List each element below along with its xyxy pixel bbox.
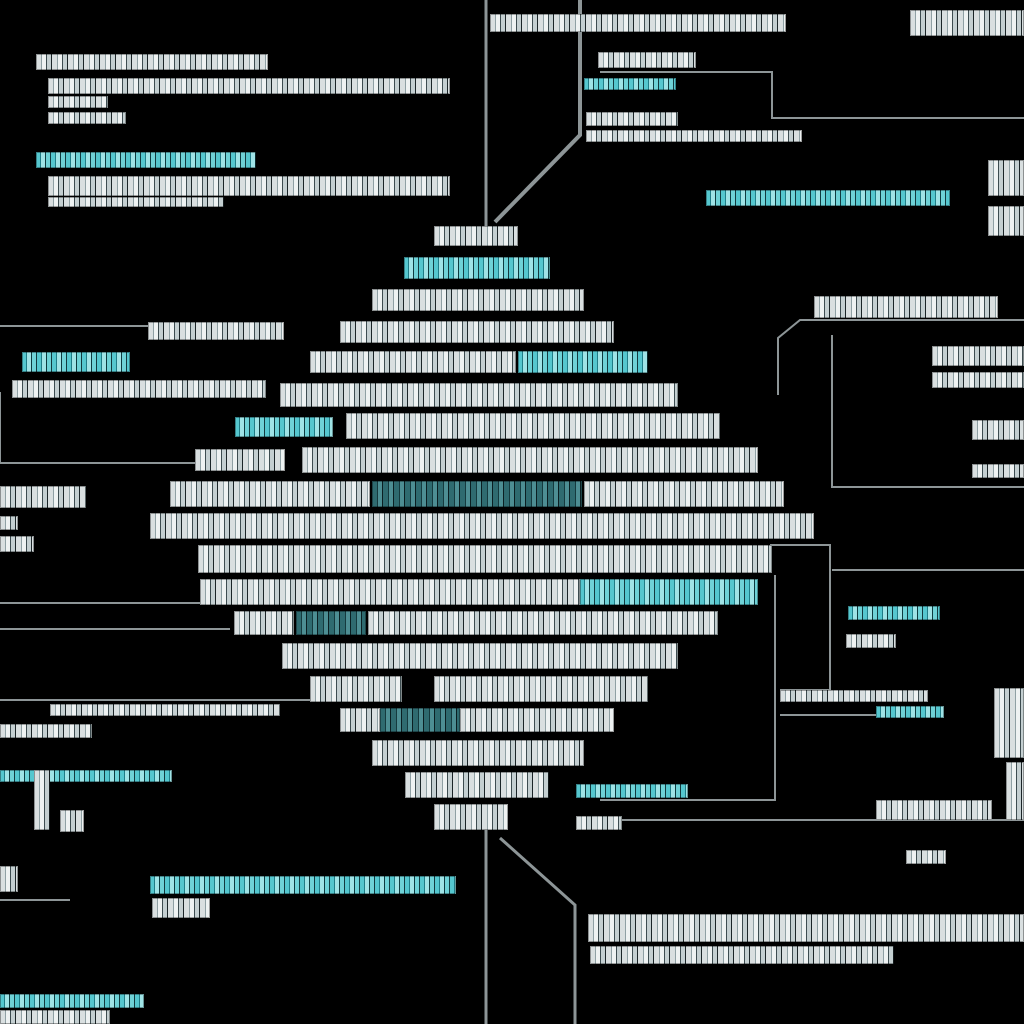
text-block-r-5 bbox=[972, 464, 1024, 478]
text-block-tr-8 bbox=[988, 160, 1024, 196]
diamond-row-12a bbox=[200, 579, 580, 605]
text-block-r-14 bbox=[876, 800, 992, 820]
diamond-row-3 bbox=[372, 289, 584, 311]
text-block-r-10 bbox=[994, 688, 1024, 758]
diamond-row-7a bbox=[235, 417, 333, 437]
diamond-row-16b bbox=[380, 708, 460, 732]
text-block-r-13 bbox=[576, 816, 622, 830]
text-block-tr-1 bbox=[490, 14, 786, 32]
diamond-row-13b bbox=[296, 611, 366, 635]
text-block-tl-7 bbox=[48, 197, 224, 207]
text-block-tl-3 bbox=[48, 96, 108, 108]
diamond-row-18 bbox=[405, 772, 549, 798]
connector-left-mid bbox=[0, 392, 200, 464]
connector-right-box-inner bbox=[831, 335, 1024, 488]
text-block-l-3 bbox=[12, 380, 266, 398]
text-block-r-7 bbox=[846, 634, 896, 648]
text-block-l-10 bbox=[34, 770, 50, 830]
diamond-row-16a bbox=[340, 708, 380, 732]
text-block-tr-6 bbox=[586, 130, 802, 142]
diamond-row-6 bbox=[280, 383, 678, 407]
text-block-l-15 bbox=[0, 994, 144, 1008]
diamond-row-15b bbox=[434, 676, 648, 702]
diamond-row-12b bbox=[580, 579, 758, 605]
diamond-row-8b bbox=[302, 447, 758, 473]
diamond-row-10 bbox=[150, 513, 814, 539]
text-block-l-7 bbox=[50, 704, 280, 716]
text-block-tl-2 bbox=[48, 78, 450, 94]
diamond-row-7b bbox=[346, 413, 720, 439]
text-block-tl-1 bbox=[36, 54, 268, 70]
text-block-r-6 bbox=[848, 606, 940, 620]
connector-right-mid bbox=[770, 544, 831, 691]
diamond-row-8a bbox=[195, 449, 285, 471]
connector-right-box bbox=[777, 319, 1024, 395]
text-block-r-2 bbox=[932, 346, 1024, 366]
text-block-r-9 bbox=[876, 706, 944, 718]
text-block-l-4 bbox=[0, 486, 86, 508]
connector-right-upper bbox=[600, 71, 1024, 119]
diamond-row-14 bbox=[282, 643, 678, 669]
diamond-row-16c bbox=[460, 708, 614, 732]
diamond-row-13c bbox=[368, 611, 718, 635]
text-block-tr-4 bbox=[584, 78, 676, 90]
connector-top-right bbox=[493, 0, 582, 224]
text-block-r-12 bbox=[576, 784, 688, 798]
text-block-l-11 bbox=[60, 810, 84, 832]
text-block-tl-4 bbox=[48, 112, 126, 124]
text-block-r-4 bbox=[972, 420, 1024, 440]
diamond-row-1 bbox=[434, 226, 518, 246]
text-block-tr-2 bbox=[910, 10, 1024, 36]
diamond-row-15a bbox=[310, 676, 402, 702]
text-block-l-9 bbox=[0, 770, 172, 782]
text-block-l-8 bbox=[0, 724, 92, 738]
text-block-r-16 bbox=[588, 914, 1024, 942]
text-block-l-5 bbox=[0, 516, 18, 530]
text-block-r-3 bbox=[932, 372, 1024, 388]
text-block-tl-6 bbox=[48, 176, 450, 196]
text-block-tr-7 bbox=[706, 190, 950, 206]
diamond-row-9b bbox=[372, 481, 582, 507]
text-block-tr-3 bbox=[598, 52, 696, 68]
text-block-l-16 bbox=[0, 1010, 110, 1024]
diamond-row-9a bbox=[170, 481, 370, 507]
text-block-r-17 bbox=[590, 946, 894, 964]
connector-bottom-right bbox=[499, 836, 577, 1024]
diamond-row-4 bbox=[340, 321, 614, 343]
text-block-l-1 bbox=[148, 322, 284, 340]
text-block-l-13 bbox=[150, 876, 456, 894]
text-block-tl-5 bbox=[36, 152, 256, 168]
text-block-r-1 bbox=[814, 296, 998, 318]
text-block-l-14 bbox=[152, 898, 210, 918]
text-block-tr-9 bbox=[988, 206, 1024, 236]
diamond-row-11 bbox=[198, 545, 772, 573]
diamond-row-5b bbox=[518, 351, 648, 373]
diamond-row-17 bbox=[372, 740, 584, 766]
connector-right-mid-2 bbox=[600, 575, 776, 801]
text-block-l-12 bbox=[0, 866, 18, 892]
diamond-row-19 bbox=[434, 804, 508, 830]
diamond-row-2 bbox=[404, 257, 550, 279]
text-block-l-6 bbox=[0, 536, 34, 552]
text-block-r-15 bbox=[906, 850, 946, 864]
diamond-row-9c bbox=[584, 481, 784, 507]
text-block-r-8 bbox=[780, 690, 928, 702]
text-block-tr-5 bbox=[586, 112, 678, 126]
diamond-row-13a bbox=[234, 611, 294, 635]
text-block-l-2 bbox=[22, 352, 130, 372]
diamond-row-5a bbox=[310, 351, 516, 373]
text-block-r-11 bbox=[1006, 762, 1024, 820]
